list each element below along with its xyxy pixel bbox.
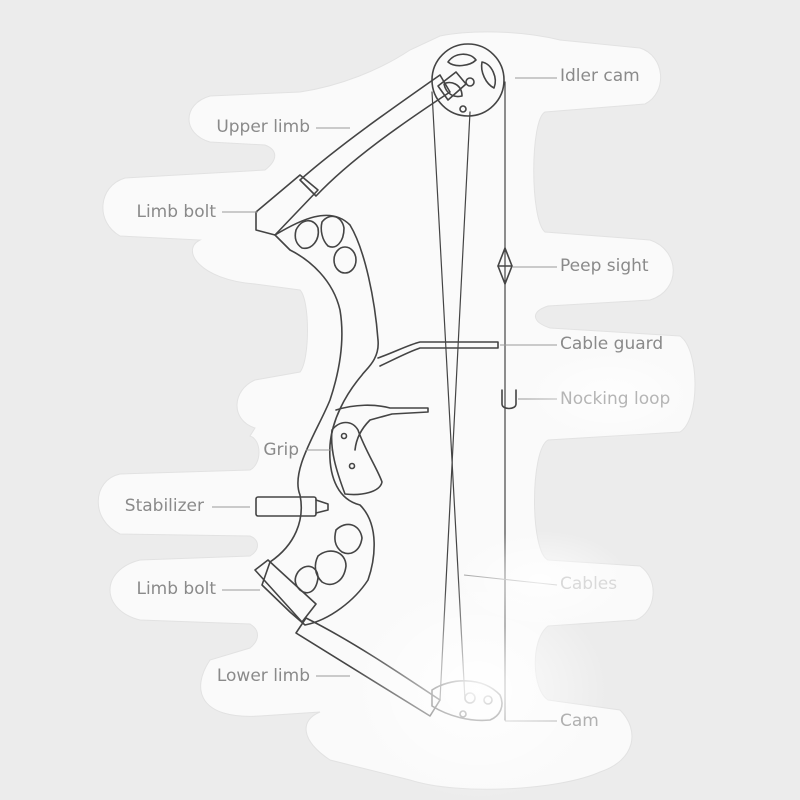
idler-cam-shape [431, 43, 505, 117]
label-cables: Cables [560, 574, 618, 594]
label-limb-bolt-bottom: Limb bolt [136, 579, 216, 599]
nocking-loop-shape [501, 389, 517, 410]
label-cable-guard: Cable guard [560, 334, 664, 354]
riser-shape [261, 214, 379, 626]
label-upper-limb: Upper limb [216, 117, 310, 137]
label-nocking-loop: Nocking loop [560, 389, 671, 409]
lower-limb-pocket [254, 559, 317, 623]
label-peep-sight: Peep sight [560, 256, 649, 276]
peep-sight-shape [497, 247, 513, 285]
cable-guard-rod [377, 341, 499, 367]
label-idler-cam: Idler cam [560, 66, 640, 86]
label-stabilizer: Stabilizer [124, 496, 204, 516]
upper-limb-shape [299, 74, 451, 197]
label-lower-limb: Lower limb [216, 666, 310, 686]
stabilizer-shape [255, 496, 329, 517]
glare-overlay [348, 350, 695, 800]
label-cam: Cam [560, 711, 599, 731]
arrow-rest [335, 404, 429, 451]
label-grip: Grip [263, 440, 299, 460]
grip-shape [330, 421, 383, 496]
upper-limb-pocket [255, 174, 319, 236]
label-limb-bolt-top: Limb bolt [136, 202, 216, 222]
